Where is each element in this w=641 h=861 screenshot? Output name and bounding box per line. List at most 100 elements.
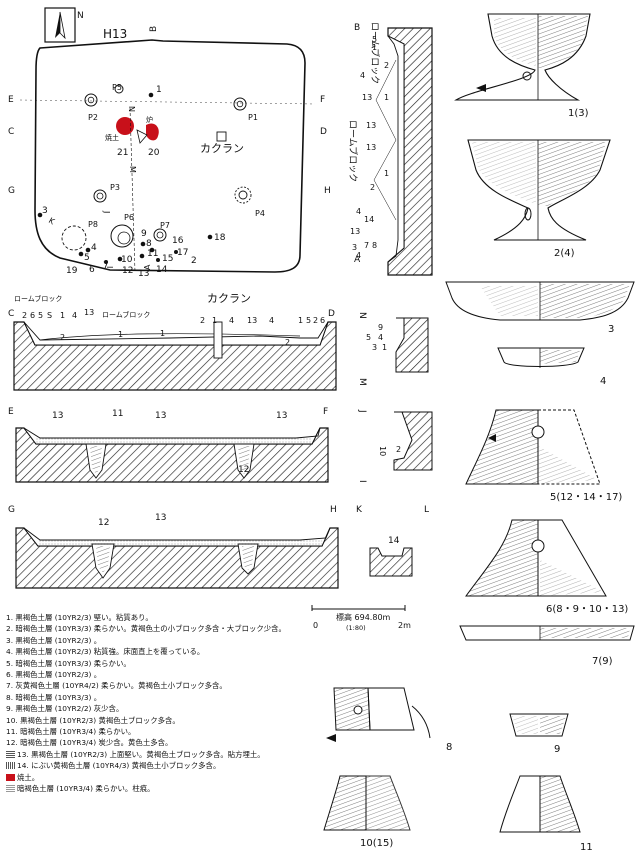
point-a: A [143,264,152,270]
find-number: 8 [146,239,152,249]
layer-label: 4 [356,251,361,260]
point-e: E [8,95,14,105]
north-arrow-icon [44,7,76,43]
legend-item: 13. 黒褐色土層 (10YR2/3) 上面堅い。黄褐色土ブロック多含。貼方埋土… [6,749,306,760]
find-number: 4 [91,243,97,253]
artifact-label: 4 [600,376,606,387]
layer-label: 2 [200,316,205,325]
artifact-label: 10(15) [360,838,393,849]
layer-label: 1 [298,316,303,325]
swatch-14 [6,762,15,770]
pit-label: P8 [88,220,98,229]
layer-label: 13 [52,411,63,421]
layer-label: 1 [118,330,123,339]
layer-label: 12 [98,518,109,528]
scale-max: 2m [398,621,411,630]
artifact-label: 3 [608,324,614,335]
point-m: M [128,166,137,173]
kakuran-box [216,131,227,142]
artifact-label: 9 [554,744,560,755]
artifact-3: 3 [445,281,635,335]
point-a: A [354,255,361,265]
point-k: K [47,216,57,227]
layer-label: 5 [372,35,377,44]
scale-ratio: (1:80) [346,624,366,632]
layer-label: 13 [276,411,287,421]
legend-item: 8. 暗褐色土層 (10YR3/3) 。 [6,692,102,702]
legend-item: 7. 灰黄褐色土層 (10YR4/2) 柔らかい。黄褐色土小ブロック多含。 [6,681,227,691]
ro-label: 炉 [146,115,153,124]
legend-item: 4. 黒褐色土層 (10YR2/3) 粘質強。床面直上を覆っている。 [6,647,205,657]
layer-label: 4 [229,316,234,325]
artifact-6: 6(8・9・10・13) [465,519,628,615]
legend-item: 11. 暗褐色土層 (10YR3/4) 柔らかい。 [6,727,136,737]
layer-label: 5 [306,316,311,325]
kakuran-label: カクラン [207,292,251,305]
pit [233,97,247,111]
legend-text: 13. 黒褐色土層 (10YR2/3) 上面堅い。黄褐色土ブロック多含。貼方埋土… [17,749,265,759]
layer-label: 5 [38,311,43,320]
layer-label: 4 [360,71,365,80]
pit-label: P7 [160,221,170,230]
layer-label: 2 [60,333,65,342]
point-j: J [102,210,111,213]
find-number: 14 [156,265,168,275]
find-number: 5 [84,253,90,263]
point-e: E [8,407,14,417]
artifact-9: 9 [509,713,569,755]
artifact-7: 7(9) [459,625,635,667]
layer-label: 4 [72,311,77,320]
artifact-label: 2(4) [554,248,575,259]
pit-label: P1 [248,113,258,122]
find-number: 20 [148,148,160,158]
layer-label: S [47,311,52,320]
point-h: H [330,505,337,515]
point-g: G [8,505,15,515]
find-number: 21 [117,148,128,158]
point-n: N [127,106,136,112]
section-cd: カクラン ロームブロック ロームブロック C D 2 6 5 S 1 4 13 … [8,292,337,391]
swatch-burnt-soil [6,773,15,781]
find-number: 3 [42,206,48,216]
point-i: I [105,266,114,268]
legend-text: 暗褐色土層 (10YR3/4) 柔らかい。柱痕。 [17,784,155,794]
section-ji: J I 10 2 [357,409,433,483]
section-nm: N M 9 4 3 5 1 [357,312,429,386]
pit [61,225,87,251]
layer-label: 4 [356,207,361,216]
legend-item: 暗褐色土層 (10YR3/4) 柔らかい。柱痕。 [6,783,306,794]
point-m: M [357,378,367,386]
point-n: N [357,312,367,319]
loam-label: ロームブロック [347,120,359,182]
section-ba: B A ロームブロック ロームブロック 1 5 2 4 13 1 13 2 1 … [347,22,433,276]
point-c: C [8,127,14,137]
artifact-label: 11 [580,842,593,853]
point-g: G [8,186,15,196]
find-number: 19 [66,266,78,276]
layer-label: 8 [372,241,377,250]
find-number: 12 [122,266,133,276]
layer-label: 1 [384,169,389,178]
layer-label: 13 [350,227,360,236]
find-number: 7 [103,261,109,271]
point-d: D [328,309,335,319]
pit [234,186,252,204]
point-j: J [357,409,367,413]
layer-label: 14 [388,536,400,546]
plan-title: H13 [103,27,127,41]
scale-bar: 標高 694.80m (1:80) 0 2m [311,605,411,632]
layer-label: 2 [384,61,389,70]
point-f: F [320,95,325,105]
legend-item: 1. 黒褐色土層 (10YR2/3) 堅い。粘質あり。 [6,613,153,622]
artifact-label: 8 [446,742,452,753]
find-number: 9 [141,229,147,239]
artifact-4: 4 [497,347,606,387]
find-number: 17 [177,248,188,258]
artifact-10: 10(15) [323,775,411,849]
layer-label: 4 [269,316,274,325]
point-h: H [324,186,331,196]
point-b: B [149,26,159,32]
layer-label: 2 [22,311,27,320]
pit-label: P4 [255,209,265,218]
layer-label: 13 [247,316,257,325]
